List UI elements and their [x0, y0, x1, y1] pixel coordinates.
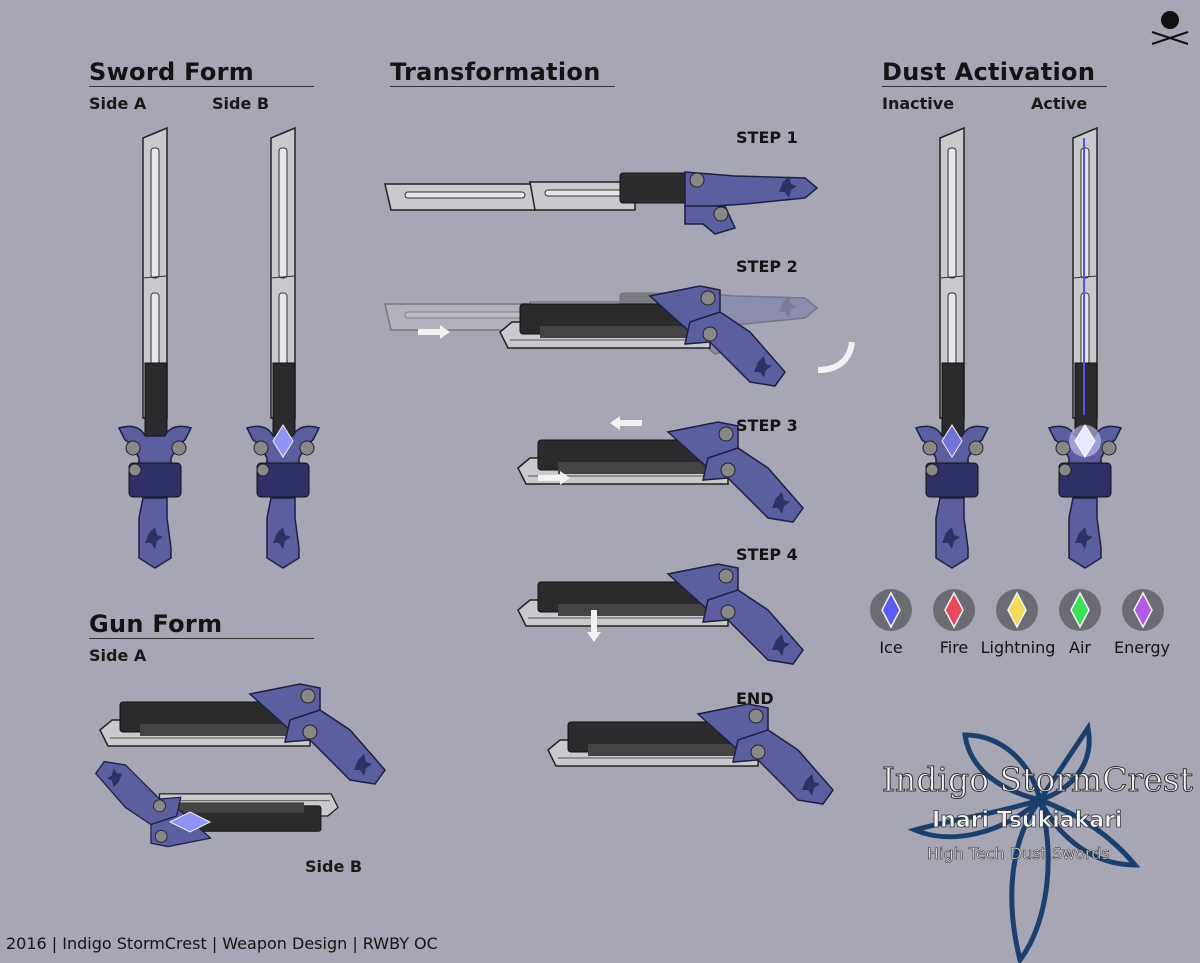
footer-credit: 2016 | Indigo StormCrest | Weapon Design… — [6, 934, 438, 953]
inactive-label: Inactive — [882, 94, 955, 113]
dust-icon-fire — [933, 589, 975, 631]
gun-form-heading: Gun Form — [89, 610, 314, 639]
step-1-label: STEP 1 — [736, 128, 798, 147]
jolly-joseph-logo — [1151, 11, 1189, 45]
sword-side-a-label: Side A — [89, 94, 147, 113]
rotate-arrow-icon — [817, 341, 855, 373]
transformation-end — [547, 703, 834, 805]
dust-label-air: Air — [1069, 638, 1091, 657]
dust-activation-heading: Dust Activation — [882, 58, 1107, 87]
arrow-left-icon — [610, 416, 642, 430]
sword-side-b — [246, 127, 320, 569]
dust-crystal-active — [1074, 424, 1096, 458]
flower-logo — [907, 721, 1141, 963]
dust-icon-air — [1059, 589, 1101, 631]
dust-icon-energy — [1122, 589, 1164, 631]
character-name: Inari Tsukiakari — [932, 808, 1123, 834]
dust-label-fire: Fire — [939, 638, 969, 657]
step-4-label: STEP 4 — [736, 545, 798, 564]
transformation-step-1 — [384, 171, 818, 235]
gun-side-b — [95, 760, 339, 848]
sword-side-b-label: Side B — [212, 94, 270, 113]
dust-crystal-inactive — [941, 424, 963, 458]
active-label: Active — [1031, 94, 1088, 113]
dust-label-energy: Energy — [1113, 638, 1170, 657]
transformation-step-4 — [517, 563, 804, 665]
gun-side-a — [99, 683, 386, 785]
dust-crystal-sword-b — [272, 424, 294, 458]
gun-side-a-label: Side A — [89, 646, 147, 665]
sword-inactive — [915, 127, 989, 569]
tagline: High Tech Dust Swords — [927, 844, 1110, 864]
dust-label-ice: Ice — [879, 638, 903, 657]
dust-icon-lightning — [996, 589, 1038, 631]
transformation-heading: Transformation — [390, 58, 615, 87]
dust-icon-ice — [870, 589, 912, 631]
end-label: END — [736, 689, 774, 708]
dust-label-lightning: Lightning — [980, 638, 1056, 657]
step-2-label: STEP 2 — [736, 257, 798, 276]
step-3-label: STEP 3 — [736, 416, 798, 435]
sword-side-a — [118, 127, 192, 569]
dust-icons — [870, 589, 1164, 631]
brand-title: Indigo StormCrest — [881, 760, 1194, 800]
gun-side-b-label: Side B — [305, 857, 363, 876]
transformation-step-2 — [384, 285, 818, 387]
dust-crystal-gun-b — [168, 811, 212, 833]
sword-form-heading: Sword Form — [89, 58, 314, 87]
